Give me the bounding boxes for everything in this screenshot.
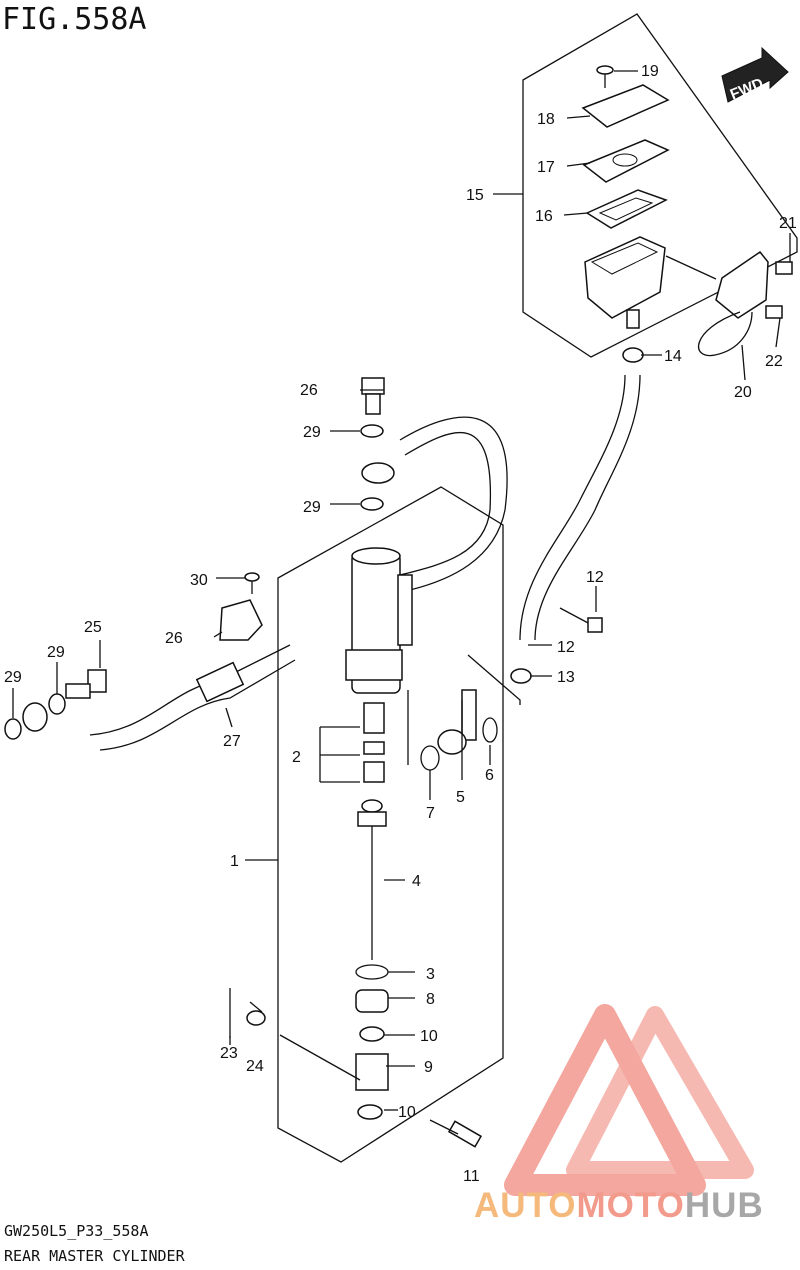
reservoir-body-icon	[584, 236, 666, 329]
washer-29-c-icon	[48, 693, 66, 715]
callout-26-upper: 26	[300, 382, 318, 399]
circlip-3-icon	[355, 964, 389, 980]
callout-11: 11	[463, 1168, 480, 1185]
callout-22: 21	[779, 215, 797, 232]
washer-29-a-icon	[360, 424, 384, 438]
watermark-logo-icon	[504, 1004, 754, 1196]
callout-14: 13	[557, 669, 575, 686]
callout-23: 22	[765, 353, 783, 370]
forward-arrow-icon: FWD	[721, 46, 789, 103]
callout-25: 24	[246, 1058, 264, 1075]
banjo-fitting-icon	[361, 462, 395, 484]
callout-13: 12	[557, 639, 575, 656]
callout-labels: 19 18 17 16 15 21 22 20 14 26 29 29 30 1…	[4, 63, 797, 1185]
callout-29-b: 29	[303, 499, 321, 516]
reservoir-cap-icon	[581, 84, 670, 128]
callout-16: 15	[466, 187, 484, 204]
callout-24: 23	[220, 1045, 238, 1062]
callout-30: 30	[190, 572, 208, 589]
boot-8-icon	[355, 989, 389, 1013]
o-ring-7-icon	[420, 745, 440, 771]
bolt-12-icon	[559, 607, 603, 633]
reservoir-group-outline	[522, 13, 798, 358]
master-cylinder-group-outline	[277, 486, 504, 1163]
section-name: REAR MASTER CYLINDER	[4, 1247, 185, 1265]
reservoir-diaphragm-icon	[585, 189, 668, 229]
banjo-fitting-lower-icon	[22, 702, 48, 732]
callout-10-b: 10	[398, 1104, 416, 1121]
washer-29-d-icon	[4, 718, 22, 740]
brand-part-moto: MOTO	[576, 1186, 685, 1225]
leader-lines	[12, 70, 791, 1135]
callout-10-a: 10	[420, 1028, 438, 1045]
banjo-bolt-26-lower-icon	[65, 669, 107, 699]
inlet-fitting-icon	[437, 689, 477, 755]
brake-hose-upper-icon	[399, 416, 508, 591]
hose-guide-27-icon	[219, 599, 263, 641]
callout-29-a: 29	[303, 424, 321, 441]
callout-7: 7	[426, 805, 435, 822]
watermark-brand: AUTOMOTOHUB	[474, 1186, 764, 1226]
callout-15: 14	[664, 348, 682, 365]
callout-27: 26	[165, 630, 183, 647]
callout-4: 4	[412, 873, 421, 890]
hose-protector-icon	[195, 661, 245, 703]
callout-20: 19	[641, 63, 659, 80]
callout-29-c: 29	[47, 644, 65, 661]
callout-9: 9	[424, 1059, 433, 1076]
callout-12: 12	[586, 569, 604, 586]
brake-hose-lower-icon	[89, 644, 296, 751]
nut-10-a-icon	[359, 1026, 385, 1042]
reservoir-screw-icon	[596, 65, 614, 88]
clevis-9-icon	[355, 1053, 389, 1091]
push-rod-icon	[357, 799, 387, 960]
washer-25-icon	[246, 1010, 266, 1026]
callout-19: 18	[537, 111, 555, 128]
callout-5: 5	[456, 789, 465, 806]
model-code: GW250L5_P33_558A	[4, 1222, 149, 1240]
callout-1: 1	[230, 853, 239, 870]
hose-clamp-14-icon	[510, 668, 532, 684]
banjo-bolt-26-upper-icon	[361, 377, 385, 415]
brand-part-auto: AUTO	[474, 1186, 577, 1225]
washer-29-b-icon	[360, 497, 384, 511]
circlip-6-icon	[482, 717, 498, 743]
callout-17: 16	[535, 208, 553, 225]
callout-3: 3	[426, 966, 435, 983]
figure-title: FIG.558A	[2, 2, 147, 37]
reservoir-bracket-icon	[698, 250, 769, 357]
reservoir-hose-icon	[519, 374, 641, 641]
clevis-pin-11-icon	[447, 1120, 483, 1148]
screw-30-icon	[244, 572, 260, 594]
brand-part-hub: HUB	[684, 1186, 764, 1225]
callout-6: 6	[485, 767, 494, 784]
callout-21: 20	[734, 384, 752, 401]
callout-29-d: 29	[4, 669, 22, 686]
callout-18: 17	[537, 159, 555, 176]
nut-10-b-icon	[357, 1104, 383, 1120]
bracket-bolt-23-icon	[765, 305, 783, 319]
callout-28: 27	[223, 733, 241, 750]
piston-kit-icon	[363, 702, 385, 783]
master-cylinder-body-icon	[345, 547, 413, 694]
callout-2: 2	[292, 749, 301, 766]
reservoir-plate-icon	[582, 139, 670, 183]
bracket-bolt-22-icon	[775, 261, 793, 275]
callout-26-lower: 25	[84, 619, 102, 636]
hose-clamp-15-icon	[622, 347, 644, 363]
callout-8: 8	[426, 991, 435, 1008]
